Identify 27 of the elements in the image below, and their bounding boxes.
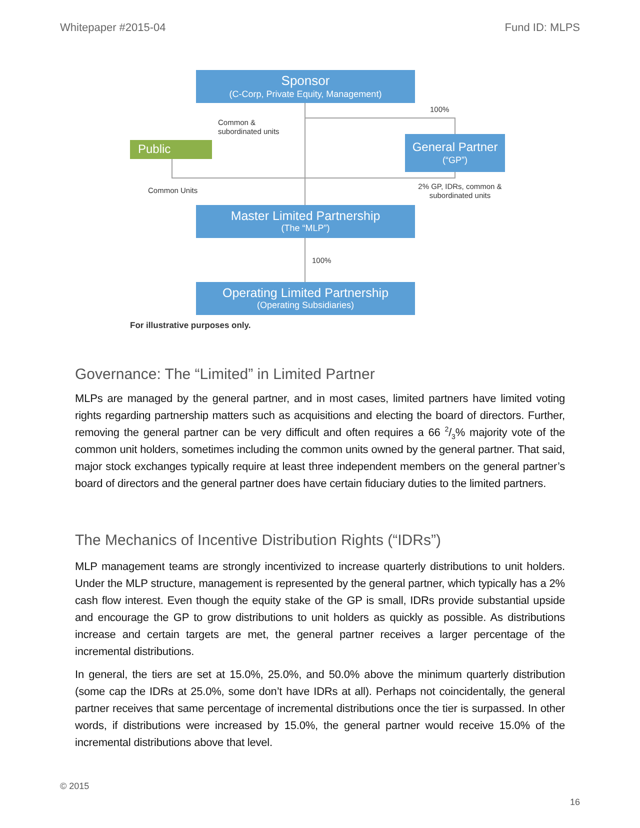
section-heading: The Mechanics of Incentive Distribution Rights (“IDRs”) — [75, 532, 441, 549]
org-box — [405, 134, 505, 172]
org-box — [130, 140, 212, 159]
box-title: Operating Limited Partnership — [222, 286, 389, 300]
connector-line — [304, 172, 456, 206]
box-subtitle: (“GP”) — [442, 154, 468, 166]
paragraph: In general, the tiers are set at 15.0%, 25.0%, and 50.0% above the minimum quarterly distribution (some cap the IDRs at 25.0%, some don’t have IDRs at all). Perhaps not coincidentally, the general partner receives that same percentage of incremental distributions once the tier is surpassed. In other words, if distributions were increased by 15.0%, the general partner would receive 15.0% of the incremental distributions above that level. — [75, 668, 565, 751]
paragraph: MLP management teams are strongly incentivized to increase quarterly distributions to unit holders. Under the MLP structure, management is represented by the general partner, which typically has a 2% cash flow interest. Even though the equity stake of the GP is small, IDRs provide substantial upside and encourage the GP to grow distributions to unit holders as quickly as possible. As distributions increase and certain targets are met, the general partner receives a larger percentage of the incremental distributions. — [75, 560, 565, 660]
connector-line — [304, 238, 306, 282]
copyright-text: © 2015 — [60, 781, 90, 791]
org-box — [196, 70, 415, 103]
box-subtitle: (Operating Subsidiaries) — [256, 300, 354, 312]
org-box — [196, 205, 415, 238]
footnote: For illustrative purposes only. — [130, 320, 251, 330]
page-number: 16 — [570, 797, 580, 807]
box-title: Sponsor — [281, 74, 330, 89]
paragraph: MLPs are managed by the general partner, and in most cases, limited partners have limited voting rights regarding partnership matters such as acquisitions and electing the board of directors. Further, removing the general partner can be very difficult and often requires a 66 $^{2}$/$_{3}$% majority vote of the common unit holders, sometimes including the common units owned by the general partner. That said, major stock exchanges typically require at least three independent members on the general partner’s board of directors and the general partner does have certain fiduciary duties to the limited partners. — [75, 392, 565, 492]
box-subtitle: (C-Corp, Private Equity, Management) — [229, 88, 382, 100]
box-subtitle: (The “MLP”) — [281, 223, 330, 234]
header-text: Fund ID: MLPS — [504, 22, 580, 34]
box-title: General Partner — [412, 140, 498, 154]
box-title: Public — [138, 142, 171, 156]
section-heading: Governance: The “Limited” in Limited Partner — [75, 366, 375, 383]
org-box — [196, 282, 415, 315]
box-title: Master Limited Partnership — [230, 208, 380, 224]
connector-line — [304, 102, 456, 134]
header-text: Whitepaper #2015-04 — [60, 22, 166, 34]
